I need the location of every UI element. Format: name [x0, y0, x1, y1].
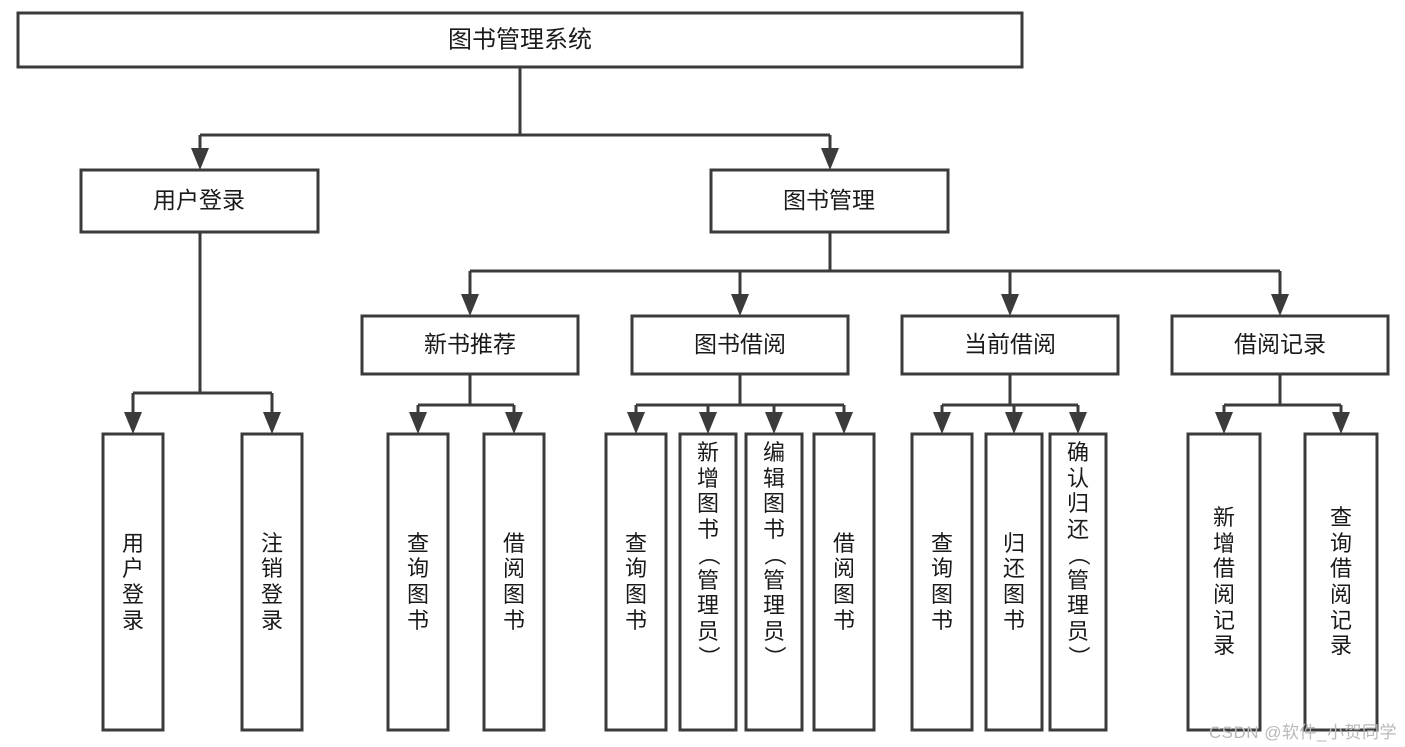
edge-dangqianjieyue-bus: [940, 374, 1080, 418]
edge-root-bus: [198, 67, 832, 156]
node-root-box[interactable]: [16, 11, 1024, 69]
node-yonghudenglu-label: 用户登录: [153, 187, 245, 213]
csdn-watermark: CSDN @软件_小贺同学: [1208, 723, 1397, 742]
arrow-to-leaf-guihuantushu: [1005, 412, 1023, 434]
leaf-box-yonghudenglu[interactable]: [101, 432, 165, 732]
leaf-box-bianjitushu[interactable]: [744, 432, 804, 732]
leaf-box-guihuantushu[interactable]: [984, 432, 1044, 732]
arrow-to-leaf-querenguihuan: [1069, 412, 1087, 434]
node-tushuguanli-box[interactable]: [709, 168, 950, 234]
arrow-to-tushujieyue: [731, 294, 749, 316]
arrow-to-leaf-xinzengtushu: [699, 412, 717, 434]
node-dangqianjieyue-label: 当前借阅: [964, 331, 1056, 357]
node-layer: 图书管理系统 用户登录 图书管理 新书推荐 图书借阅 当前借阅 借阅记录: [16, 11, 1390, 732]
leaf-box-jieyuetushu-1[interactable]: [482, 432, 546, 732]
node-tushujieyue-box[interactable]: [630, 314, 850, 376]
leaf-box-chaxuntushu-3[interactable]: [910, 432, 974, 732]
node-tushujieyue-label: 图书借阅: [694, 331, 786, 357]
arrow-to-leaf-chaxunjieyuejilu: [1332, 412, 1350, 434]
arrow-to-leaf-chaxuntushu-3: [933, 412, 951, 434]
arrow-to-leaf-chaxuntushu-1: [409, 412, 427, 434]
leaf-box-querenguihuan[interactable]: [1048, 432, 1108, 732]
arrow-to-dangqianjieyue: [1001, 294, 1019, 316]
arrow-to-leaf-zhuxiaodenglu: [263, 412, 281, 434]
leaf-box-xinzengtushu[interactable]: [678, 432, 738, 732]
edge-yonghudenglu-bus: [131, 232, 274, 418]
arrow-to-xinshutuijian: [461, 294, 479, 316]
leaf-box-chaxunjieyuejilu[interactable]: [1303, 432, 1379, 732]
arrow-to-leaf-chaxuntushu-2: [627, 412, 645, 434]
node-dangqianjieyue-box[interactable]: [900, 314, 1120, 376]
node-root-label: 图书管理系统: [448, 26, 592, 53]
leaf-box-xinzengjieyuejilu[interactable]: [1186, 432, 1262, 732]
edge-jieyuejilu-bus: [1222, 374, 1343, 418]
node-tushuguanli-label: 图书管理: [783, 187, 875, 213]
arrow-to-leaf-xinzengjieyuejilu: [1215, 412, 1233, 434]
leaf-box-chaxuntushu-2[interactable]: [604, 432, 668, 732]
edge-tushujieyue-bus: [634, 374, 846, 418]
node-jieyuejilu-label: 借阅记录: [1234, 331, 1326, 357]
node-jieyuejilu-box[interactable]: [1170, 314, 1390, 376]
arrow-to-leaf-bianjitushu: [765, 412, 783, 434]
arrow-to-leaf-yonghudenglu: [124, 412, 142, 434]
leaf-box-zhuxiaodenglu[interactable]: [240, 432, 304, 732]
arrow-to-yonghudenglu: [191, 148, 209, 170]
arrow-to-jieyuejilu: [1271, 294, 1289, 316]
node-xinshutuijian-label: 新书推荐: [424, 331, 516, 357]
arrow-to-tushuguanli: [821, 148, 839, 170]
leaf-box-jieyuetushu-2[interactable]: [812, 432, 876, 732]
edge-xinshutuijian-bus: [416, 374, 516, 418]
node-yonghudenglu-box[interactable]: [79, 168, 320, 234]
connector-layer: [124, 67, 1350, 434]
arrow-to-leaf-jieyuetushu-1: [505, 412, 523, 434]
node-xinshutuijian-box[interactable]: [360, 314, 580, 376]
arrow-to-leaf-jieyuetushu-2: [835, 412, 853, 434]
leaf-box-chaxuntushu-1[interactable]: [386, 432, 450, 732]
edge-tushuguanli-bus: [468, 232, 1282, 300]
